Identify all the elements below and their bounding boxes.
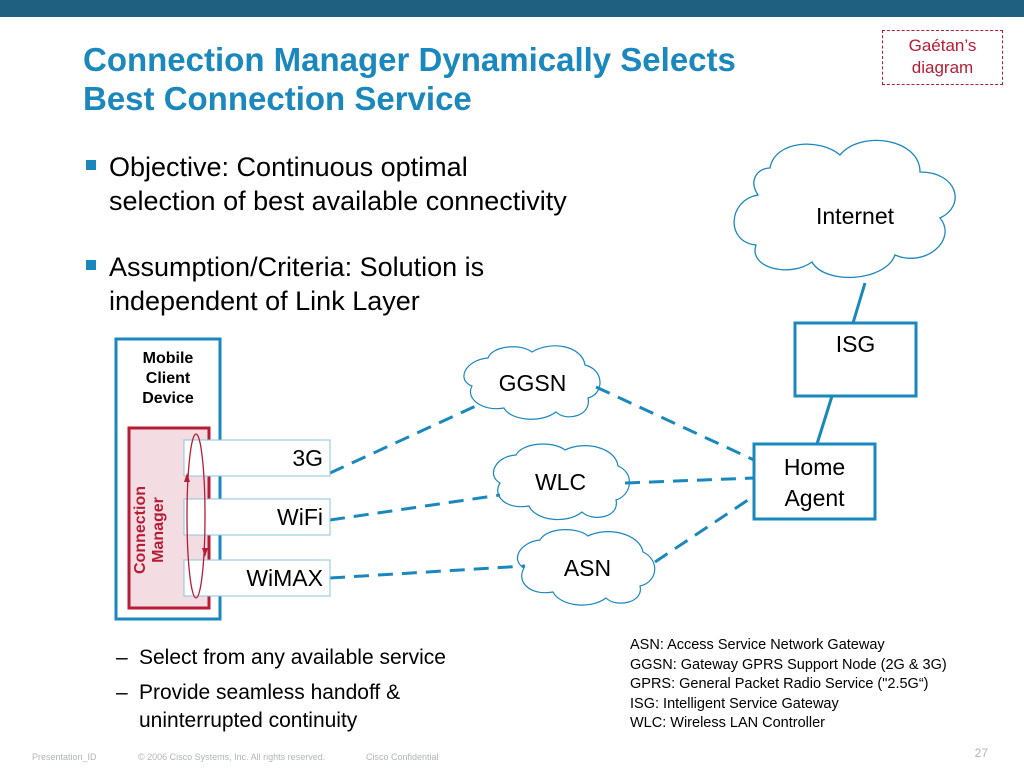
slide-title: Connection Manager Dynamically Selects B… xyxy=(83,40,883,118)
link-ggsn-home-agent xyxy=(595,385,755,462)
isg-label: ISG xyxy=(835,331,876,357)
device-label-line: Mobile xyxy=(142,350,194,367)
interface-wimax-box xyxy=(183,559,331,597)
arrow-up-icon xyxy=(184,473,190,482)
sub-bullet-line: uninterrupted continuity xyxy=(139,709,358,732)
home-agent-label: Home Agent xyxy=(754,452,875,514)
title-line-2: Best Connection Service xyxy=(83,80,472,117)
interface-3g-label: 3G xyxy=(292,445,323,471)
bullet-line: independent of Link Layer xyxy=(109,286,420,316)
device-label-line: Client xyxy=(145,370,191,387)
ggsn-cloud-shape xyxy=(463,345,601,420)
interface-wifi-label: WiFi xyxy=(277,504,323,530)
top-bar xyxy=(0,0,1024,17)
acronym-legend: ASN: Access Service Network Gateway GGSN… xyxy=(630,636,947,734)
home-agent-box xyxy=(752,442,877,521)
bullet-square-icon xyxy=(86,260,96,270)
link-internet-isg xyxy=(851,282,867,324)
wlc-cloud-shape xyxy=(493,443,630,521)
internet-cloud-shape xyxy=(733,139,956,279)
link-wimax-asn xyxy=(329,564,526,580)
link-isg-home-agent xyxy=(815,395,834,445)
wlc-label: WLC xyxy=(534,469,587,495)
footer-presentation-id: Presentation_ID xyxy=(32,752,97,762)
mobile-device-label: Mobile Client Device xyxy=(116,349,220,409)
cm-label-line: Manager xyxy=(150,497,167,563)
bullet-square-icon xyxy=(86,160,96,170)
link-wlc-home-agent xyxy=(624,476,755,485)
link-asn-home-agent xyxy=(654,494,755,564)
switch-loop-icon xyxy=(186,433,206,599)
bullet-line: selection of best available connectivity xyxy=(109,186,567,216)
page-number: 27 xyxy=(974,746,988,760)
bullet-line: Objective: Continuous optimal xyxy=(109,152,468,182)
legend-item: WLC: Wireless LAN Controller xyxy=(630,715,825,731)
dash-marker: – xyxy=(116,646,128,669)
asn-cloud-shape xyxy=(517,529,656,606)
author-note: Gaétan’s diagram xyxy=(882,30,1003,85)
link-wifi-wlc xyxy=(329,493,501,522)
home-agent-line: Home xyxy=(783,454,846,480)
sub-bullet-line: Provide seamless handoff & xyxy=(139,681,401,704)
sub-bullet-line: Select from any available service xyxy=(139,646,446,669)
title-line-1: Connection Manager Dynamically Selects xyxy=(83,41,736,78)
cm-label-line: Connection xyxy=(132,486,149,574)
footer-copyright: © 2006 Cisco Systems, Inc. All rights re… xyxy=(138,752,326,762)
asn-label: ASN xyxy=(563,555,612,581)
footer-confidential: Cisco Confidential xyxy=(366,752,439,762)
note-line-2: diagram xyxy=(911,58,974,77)
device-label-line: Device xyxy=(142,390,194,407)
home-agent-line: Agent xyxy=(784,485,845,511)
ggsn-label: GGSN xyxy=(498,370,567,396)
connection-manager-label: Connection Manager xyxy=(132,450,176,610)
legend-item: ISG: Intelligent Service Gateway xyxy=(630,695,839,712)
arrow-down-icon xyxy=(202,548,208,557)
interface-wifi-box xyxy=(183,498,331,536)
isg-box xyxy=(793,321,918,398)
internet-label: Internet xyxy=(816,203,894,229)
link-3g-ggsn xyxy=(329,403,479,475)
legend-item: GPRS: General Packet Radio Service ("2.5… xyxy=(630,676,929,692)
legend-item: GGSN: Gateway GPRS Support Node (2G & 3G… xyxy=(630,656,947,673)
legend-item: ASN: Access Service Network Gateway xyxy=(630,637,885,653)
bullet-line: Assumption/Criteria: Solution is xyxy=(109,252,485,282)
dash-marker: – xyxy=(116,681,128,704)
interface-3g-box xyxy=(183,439,331,477)
note-line-1: Gaétan’s xyxy=(908,36,977,55)
interface-wimax-label: WiMAX xyxy=(246,565,323,591)
